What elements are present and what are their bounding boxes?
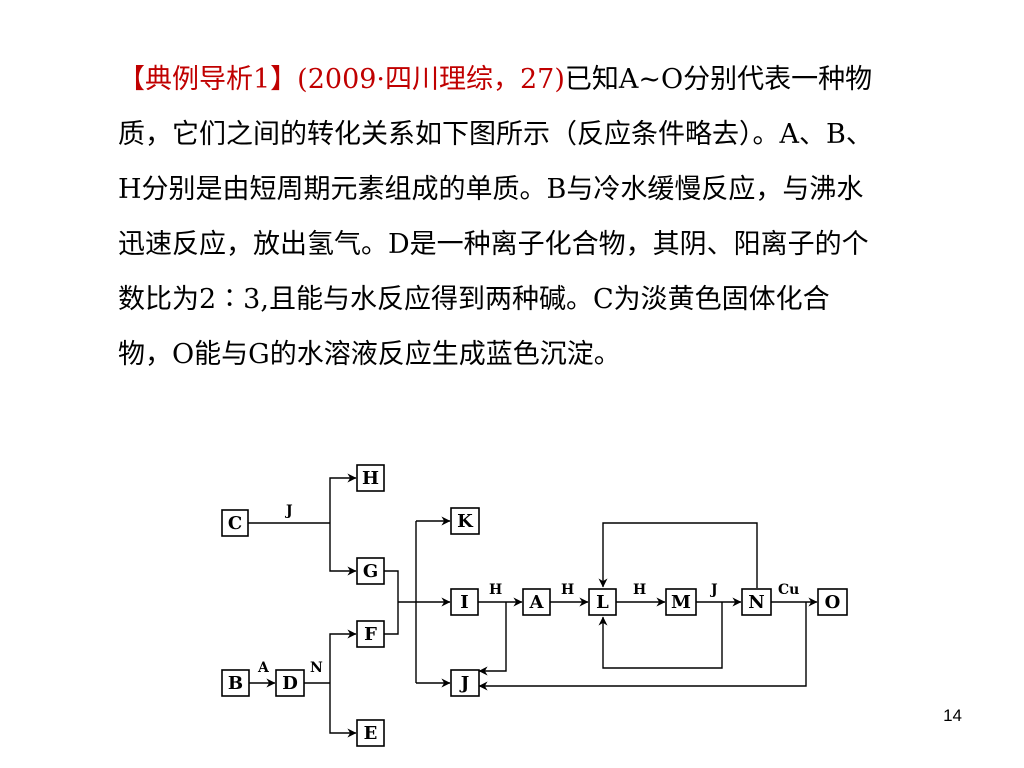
- node-l: L: [588, 588, 617, 616]
- node-o: O: [817, 588, 848, 616]
- arrow-lines: [248, 473, 818, 738]
- edge-c-to-h: [329, 473, 357, 523]
- problem-body: 已知A~O分别代表一种物质，它们之间的转化关系如下图所示（反应条件略去）。A、B…: [118, 64, 873, 370]
- node-a: A: [522, 588, 551, 616]
- node-m-label: M: [671, 592, 691, 613]
- edge-c-to-g: [329, 523, 357, 576]
- label-l-to-m: H: [633, 582, 646, 598]
- edge-a-to-j: [478, 602, 507, 676]
- label-m-to-n: J: [709, 582, 718, 598]
- node-d: D: [275, 669, 305, 697]
- node-b-label: B: [228, 673, 243, 694]
- node-d-label: D: [282, 673, 298, 694]
- node-n-label: N: [748, 592, 764, 613]
- nodes: C H G F B D E K I J A L M N O: [221, 464, 848, 747]
- node-f: F: [356, 620, 385, 648]
- node-o-label: O: [825, 592, 841, 613]
- node-g-label: G: [363, 561, 378, 582]
- node-h-label: H: [362, 468, 379, 489]
- node-c: C: [221, 509, 249, 537]
- node-j: J: [450, 669, 480, 697]
- edge-d-to-e: [329, 683, 357, 738]
- node-k: K: [450, 507, 480, 535]
- edge-d-to-f: [329, 629, 357, 683]
- node-b: B: [221, 669, 250, 697]
- problem-text: 【典例导析1】(2009·四川理综，27)已知A~O分别代表一种物质，它们之间的…: [118, 52, 878, 382]
- label-b-to-d: A: [257, 660, 270, 676]
- edge-labels: J A N H H H J Cu: [257, 503, 799, 676]
- label-d-branch: N: [310, 660, 323, 676]
- node-e: E: [356, 719, 385, 747]
- edge-m-loop-to-l: [598, 602, 723, 669]
- label-i-to-a: H: [489, 582, 502, 598]
- node-g: G: [356, 557, 385, 585]
- node-i-label: I: [460, 592, 468, 613]
- node-j-label: J: [459, 673, 470, 694]
- label-c-branch: J: [284, 503, 293, 519]
- node-l-label: L: [596, 592, 609, 613]
- node-a-label: A: [529, 592, 545, 613]
- node-m: M: [665, 588, 697, 616]
- node-k-label: K: [457, 511, 474, 532]
- edge-o-to-j: [478, 602, 807, 691]
- page-number: 14: [943, 706, 962, 725]
- node-e-label: E: [364, 723, 378, 744]
- label-a-to-l: H: [561, 582, 574, 598]
- label-n-to-o: Cu: [778, 582, 799, 598]
- node-f-label: F: [364, 624, 377, 645]
- node-c-label: C: [228, 513, 242, 534]
- problem-source: 【典例导析1】(2009·四川理综，27): [118, 64, 565, 95]
- node-h: H: [356, 464, 385, 492]
- node-n: N: [741, 588, 772, 616]
- node-i: I: [450, 588, 479, 616]
- edge-n-loop-to-l: [598, 522, 758, 588]
- edge-g-to-merge: [384, 570, 399, 635]
